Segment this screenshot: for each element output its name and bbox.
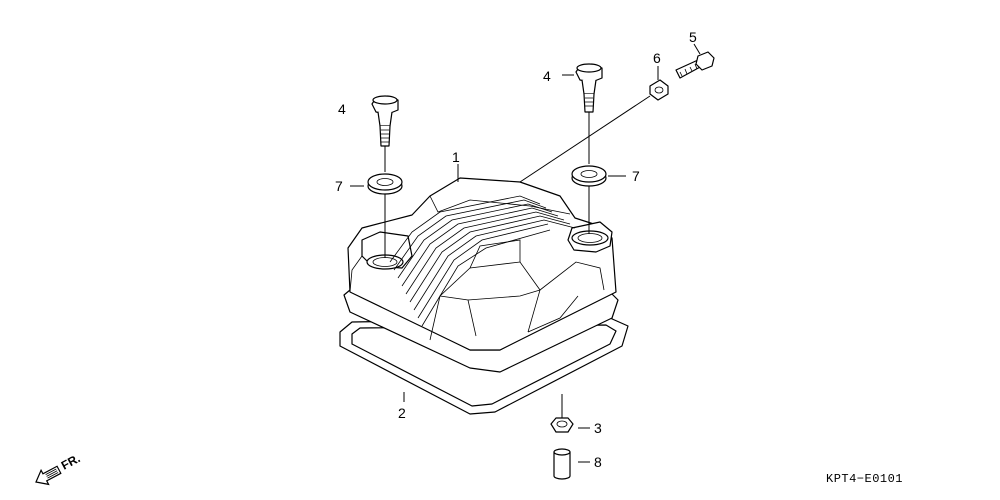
dowel-pin [553, 448, 571, 480]
bolt-right [575, 63, 603, 113]
grommet-left [367, 173, 403, 195]
diagram-code: KPT4−E0101 [826, 472, 903, 486]
grommet-right [571, 165, 607, 187]
callout-gasket: 2 [398, 405, 406, 421]
bolt-small [675, 51, 715, 79]
callout-cover: 1 [452, 149, 460, 165]
cylinder-head-cover [343, 177, 619, 373]
callout-bolt-right: 4 [543, 68, 551, 84]
washer [649, 79, 669, 101]
callout-dowel: 8 [594, 454, 602, 470]
callout-seal-nut: 3 [594, 420, 602, 436]
seal-nut [550, 417, 574, 433]
callout-bolt-small: 5 [689, 29, 697, 45]
callout-bolt-left: 4 [338, 101, 346, 117]
callout-washer: 6 [653, 50, 661, 66]
bolt-left [371, 95, 399, 147]
callout-grommet-right: 7 [632, 168, 640, 184]
front-direction-arrow-icon [35, 465, 62, 486]
front-direction-label: FR. [59, 451, 83, 472]
callout-grommet-left: 7 [335, 178, 343, 194]
